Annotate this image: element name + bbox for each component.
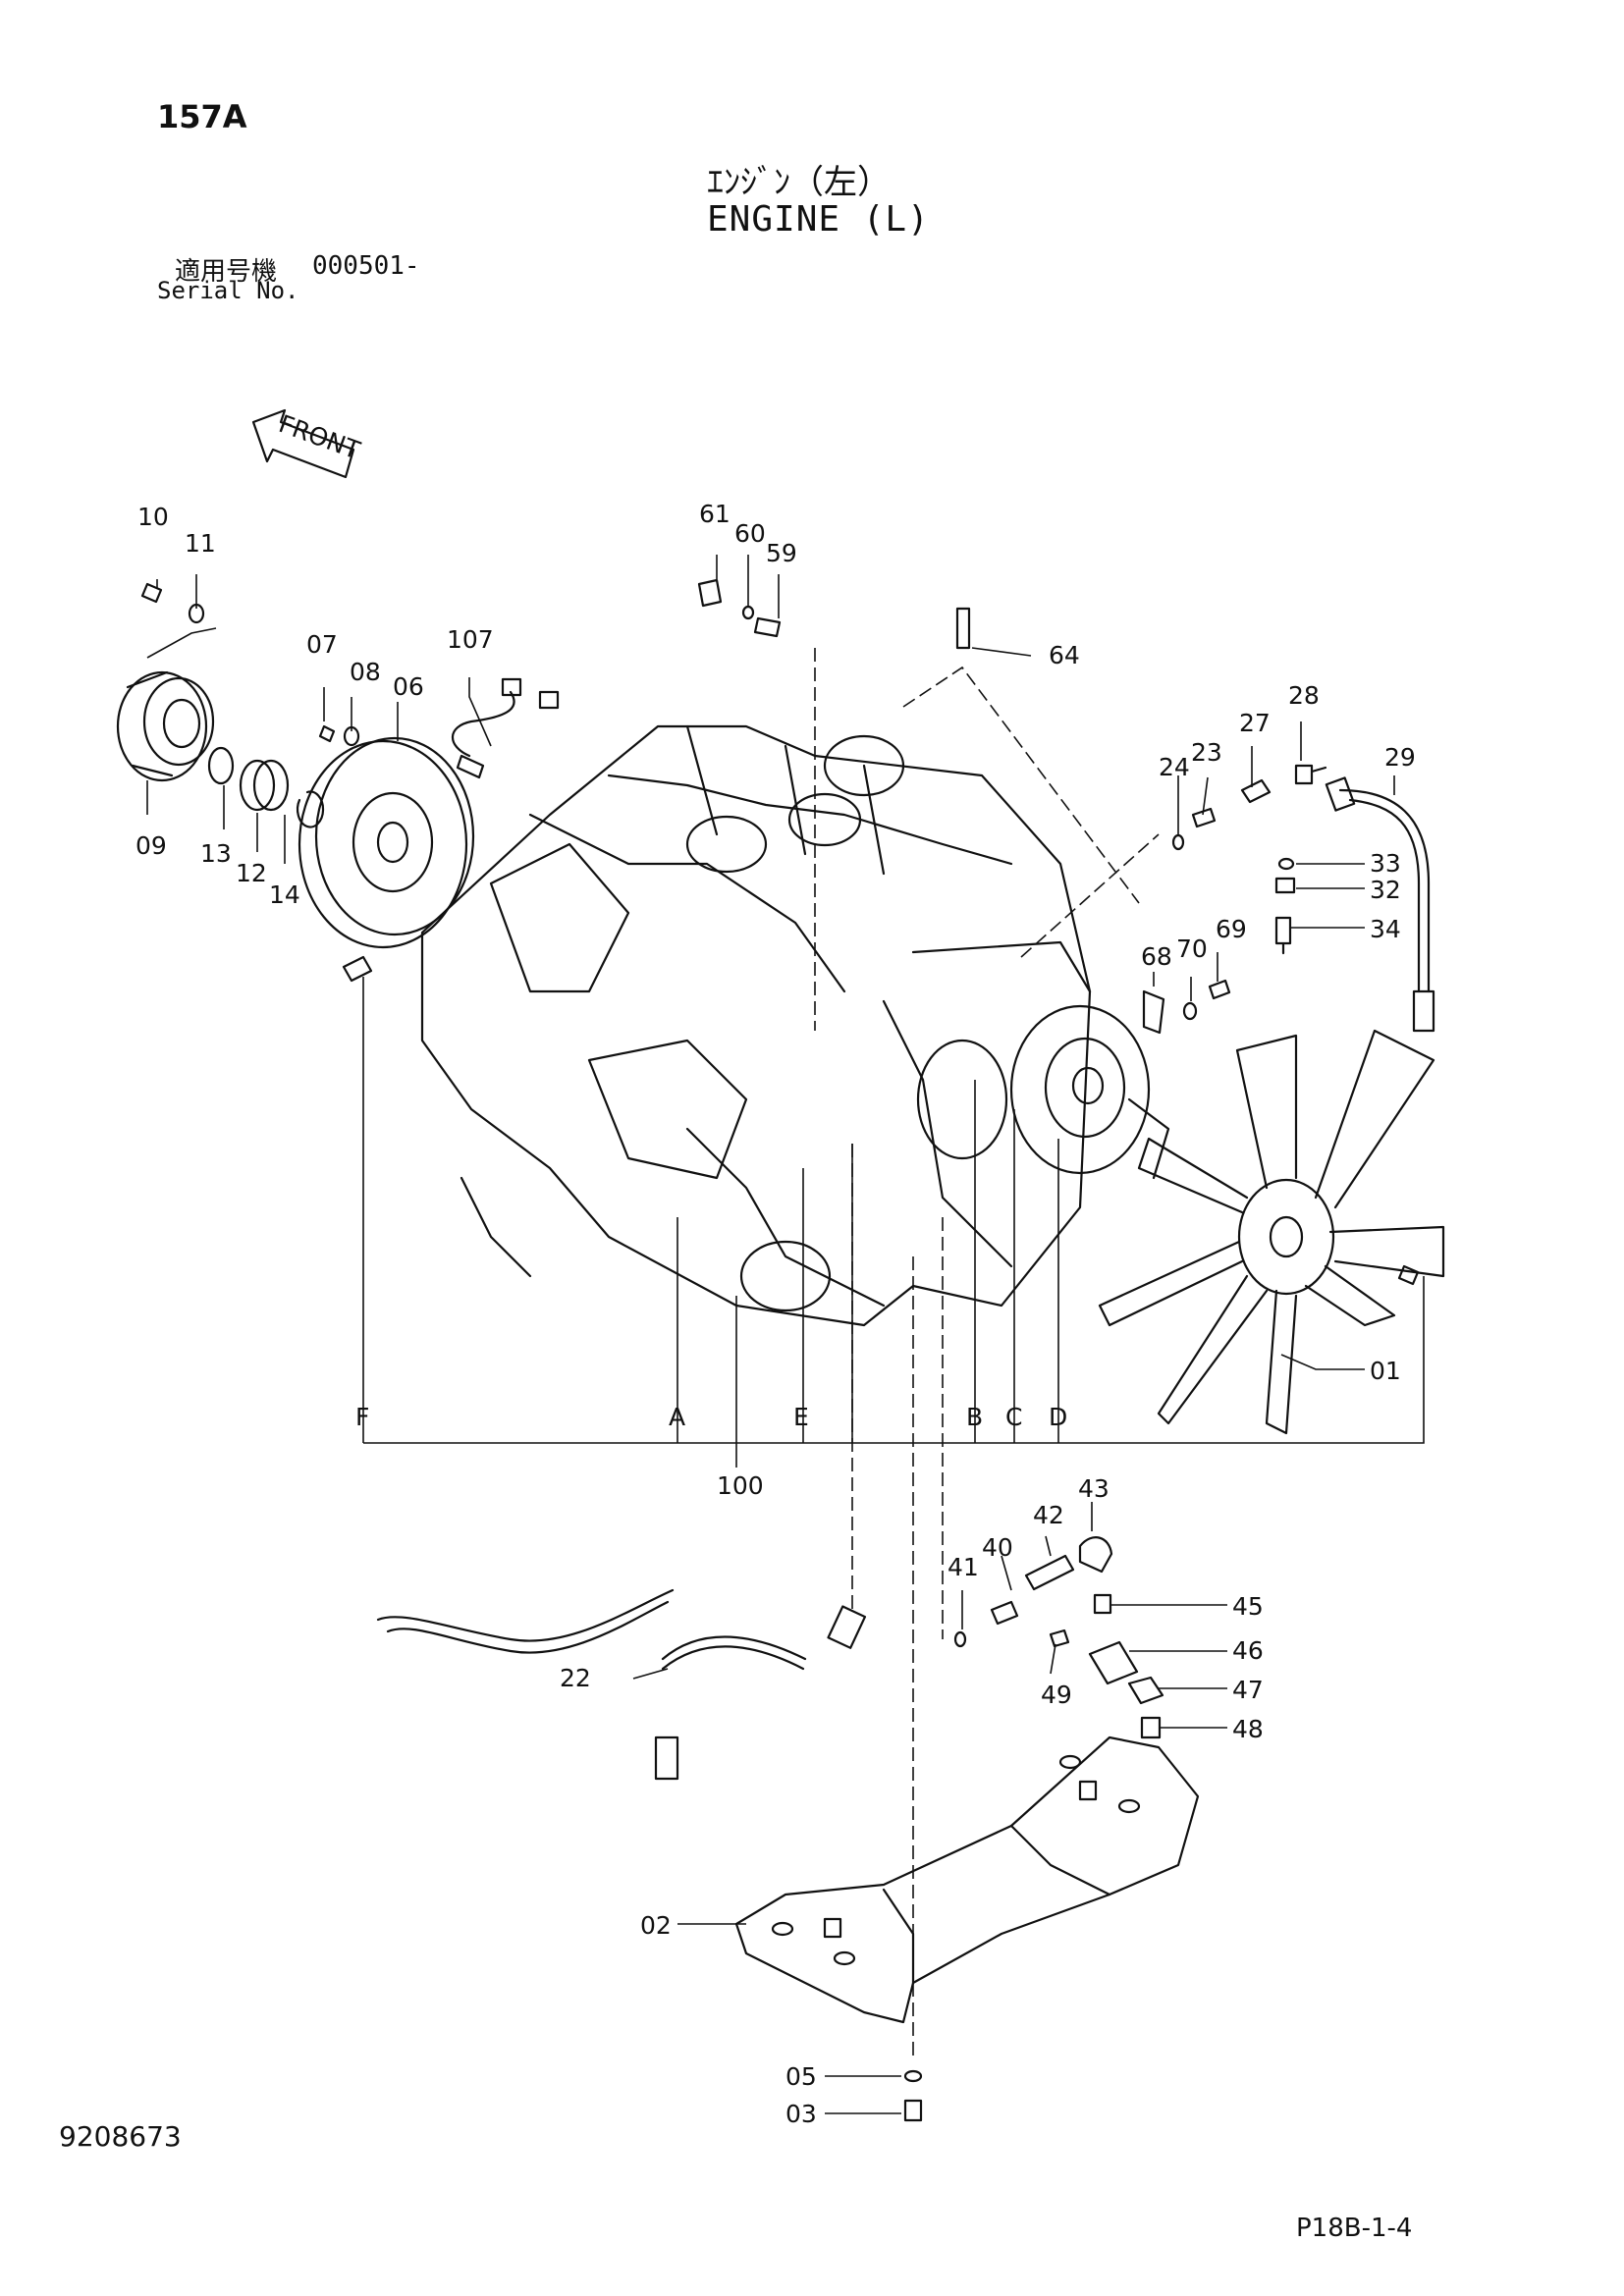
title-english: ENGINE (L) bbox=[707, 199, 930, 240]
label-05: 05 bbox=[785, 2062, 817, 2091]
washer-70-icon bbox=[1182, 1001, 1198, 1021]
adapter-59-icon bbox=[753, 616, 782, 638]
plug-32-icon bbox=[1274, 877, 1296, 894]
tee-fitting-28-icon bbox=[1294, 764, 1327, 785]
oring-41-icon bbox=[953, 1630, 967, 1648]
serial-value: 000501- bbox=[312, 251, 420, 281]
fitting-64-icon bbox=[955, 607, 971, 650]
label-64: 64 bbox=[1049, 641, 1080, 669]
label-03: 03 bbox=[785, 2100, 817, 2128]
bolt-69-icon bbox=[1208, 979, 1231, 1000]
bracket-68-icon bbox=[1142, 989, 1165, 1035]
label-E: E bbox=[793, 1403, 809, 1431]
oring-33-icon bbox=[1277, 857, 1295, 871]
pipe-42-icon bbox=[1024, 1554, 1075, 1591]
label-02: 02 bbox=[640, 1911, 672, 1940]
flywheel-housing-icon bbox=[116, 670, 215, 782]
label-34: 34 bbox=[1370, 915, 1401, 943]
title-japanese: ｴﾝｼﾞﾝ（左） bbox=[707, 163, 891, 202]
leader-lines bbox=[146, 555, 1425, 2114]
elbow-47-icon bbox=[1127, 1676, 1164, 1705]
elbow-61-icon bbox=[697, 578, 723, 608]
label-28: 28 bbox=[1288, 681, 1320, 710]
hose-22-icon bbox=[376, 1588, 867, 1781]
label-100: 100 bbox=[717, 1471, 764, 1500]
plug-49-icon bbox=[1049, 1629, 1070, 1648]
label-69: 69 bbox=[1216, 915, 1247, 943]
serial-label-english: Serial No. bbox=[157, 277, 299, 304]
front-arrow-icon bbox=[251, 408, 355, 479]
oil-pipe-29-icon bbox=[1325, 776, 1435, 1033]
label-47: 47 bbox=[1232, 1676, 1264, 1704]
label-27: 27 bbox=[1239, 709, 1271, 737]
label-B: B bbox=[966, 1403, 983, 1431]
part-labels: 10 11 07 08 06 107 09 13 12 14 61 60 59 … bbox=[135, 409, 1416, 2128]
label-46: 46 bbox=[1232, 1636, 1264, 1665]
label-01: 01 bbox=[1370, 1357, 1401, 1385]
label-07: 07 bbox=[306, 630, 338, 659]
label-48: 48 bbox=[1232, 1715, 1264, 1743]
label-107: 107 bbox=[447, 625, 494, 654]
seal-ring-13-icon bbox=[207, 746, 235, 785]
label-C: C bbox=[1005, 1403, 1022, 1431]
adapter-45-icon bbox=[1093, 1593, 1112, 1615]
label-12: 12 bbox=[236, 859, 267, 887]
label-10: 10 bbox=[137, 503, 169, 531]
cap-48-icon bbox=[1140, 1716, 1162, 1739]
adapter-23-icon bbox=[1191, 807, 1217, 828]
bolt-10-icon bbox=[140, 582, 163, 604]
page-reference: P18B-1-4 bbox=[1296, 2214, 1413, 2243]
label-41: 41 bbox=[947, 1553, 979, 1581]
label-68: 68 bbox=[1141, 942, 1172, 971]
oring-24-icon bbox=[1171, 833, 1185, 851]
flywheel-icon bbox=[298, 736, 475, 949]
bolt-07-icon bbox=[318, 724, 336, 743]
engine-mount-icon bbox=[734, 1735, 1200, 2024]
cap-12-icon bbox=[239, 759, 290, 812]
label-40: 40 bbox=[982, 1533, 1013, 1562]
label-29: 29 bbox=[1384, 743, 1416, 772]
valve-27-icon bbox=[1240, 778, 1272, 804]
elbow-43-icon bbox=[1078, 1536, 1113, 1574]
label-59: 59 bbox=[766, 539, 797, 567]
label-60: 60 bbox=[734, 519, 766, 548]
label-32: 32 bbox=[1370, 876, 1401, 904]
label-11: 11 bbox=[185, 529, 216, 558]
label-F: F bbox=[355, 1403, 369, 1431]
sensor-34-icon bbox=[1274, 916, 1292, 955]
sensor-F-icon bbox=[342, 955, 373, 983]
sensor-harness-icon bbox=[452, 677, 560, 779]
document-number: 9208673 bbox=[59, 2120, 182, 2153]
bolt-near-fan-icon bbox=[1397, 1264, 1420, 1286]
label-14: 14 bbox=[269, 881, 300, 909]
engine-block-icon bbox=[420, 724, 1170, 1327]
label-22: 22 bbox=[560, 1664, 591, 1692]
tee-46-icon bbox=[1088, 1640, 1139, 1685]
label-49: 49 bbox=[1041, 1681, 1072, 1709]
adapter-40-icon bbox=[990, 1600, 1019, 1626]
front-label: FRONT bbox=[275, 409, 364, 465]
label-D: D bbox=[1049, 1403, 1067, 1431]
label-42: 42 bbox=[1033, 1501, 1064, 1529]
label-33: 33 bbox=[1370, 849, 1401, 878]
bolt-03-icon bbox=[903, 2099, 923, 2122]
label-13: 13 bbox=[200, 839, 232, 868]
label-A: A bbox=[669, 1403, 685, 1431]
label-43: 43 bbox=[1078, 1474, 1110, 1503]
label-06: 06 bbox=[393, 672, 424, 701]
serial-label-japanese: 適用号機 bbox=[175, 257, 278, 287]
label-45: 45 bbox=[1232, 1592, 1264, 1621]
label-70: 70 bbox=[1176, 934, 1208, 963]
page-code: 157A bbox=[157, 98, 247, 135]
cooling-fan-icon bbox=[1098, 1029, 1445, 1435]
oring-60-icon bbox=[741, 605, 755, 620]
washer-05-icon bbox=[903, 2069, 923, 2083]
label-24: 24 bbox=[1159, 753, 1190, 781]
label-08: 08 bbox=[350, 658, 381, 686]
label-61: 61 bbox=[699, 500, 731, 528]
label-09: 09 bbox=[135, 831, 167, 860]
label-23: 23 bbox=[1191, 738, 1222, 767]
